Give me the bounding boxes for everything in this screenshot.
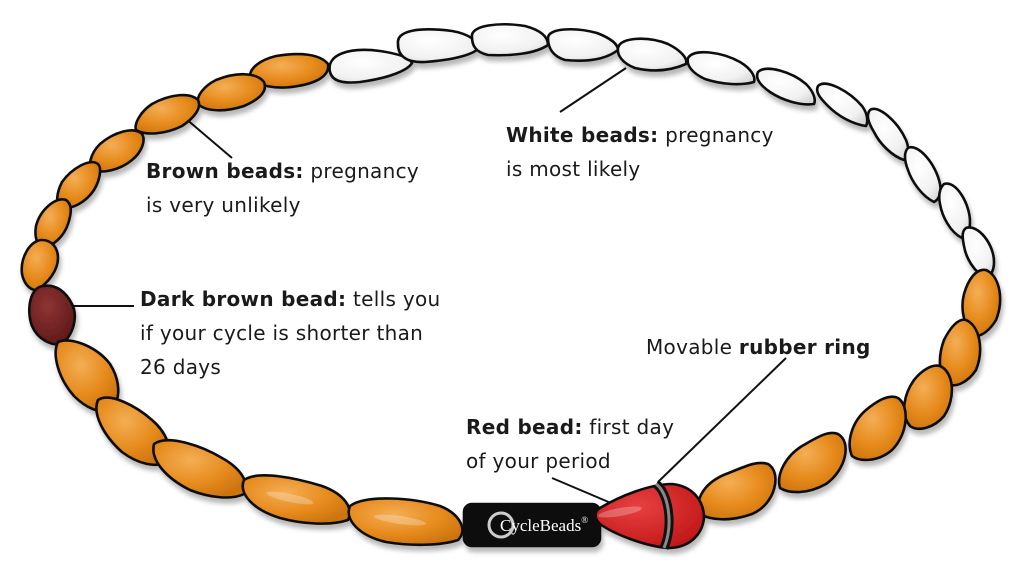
dark-brown-desc-2: if your cycle is shorter than [140, 321, 424, 345]
red-bead-desc: first day [582, 415, 675, 439]
rubber-ring-title: rubber ring [738, 335, 871, 359]
dark-brown-bead-label: Dark brown bead: tells you if your cycle… [140, 282, 440, 384]
brown-beads-upper-left [20, 52, 330, 292]
cyclebeads-logo-icon [487, 511, 515, 539]
brown-beads-lower-left [54, 339, 464, 547]
connector-brand: CycleBeads® [500, 515, 588, 535]
dark-brown-bead [28, 284, 76, 346]
dark-brown-title: Dark brown bead: [140, 287, 347, 311]
ring-pointer-line [657, 357, 787, 483]
brown-beads-desc-2: is very unlikely [146, 193, 301, 217]
white-beads-desc: pregnancy [658, 123, 774, 147]
white-beads-title: White beads: [506, 123, 659, 147]
red-bead-label: Red bead: first day of your period [466, 410, 674, 478]
dark-brown-desc: tells you [346, 287, 441, 311]
brown-beads-label: Brown beads: pregnancy is very unlikely [146, 154, 419, 222]
dark-brown-desc-3: 26 days [140, 355, 222, 379]
red-pointer-line [551, 477, 619, 507]
white-beads-label: White beads: pregnancy is most likely [506, 118, 774, 186]
white-beads [328, 23, 996, 280]
brown-beads-desc: pregnancy [303, 159, 420, 183]
brown-pointer-line [184, 117, 233, 159]
red-bead-title: Red bead: [466, 415, 583, 439]
rubber-ring-label: Movable rubber ring [646, 330, 871, 364]
brown-beads-title: Brown beads: [146, 159, 304, 183]
white-pointer-line [559, 67, 627, 113]
rubber-ring-prefix: Movable [646, 335, 739, 359]
brown-beads-after-red [697, 268, 1002, 521]
white-beads-desc-2: is most likely [506, 157, 641, 181]
red-bead-desc-2: of your period [466, 449, 611, 473]
